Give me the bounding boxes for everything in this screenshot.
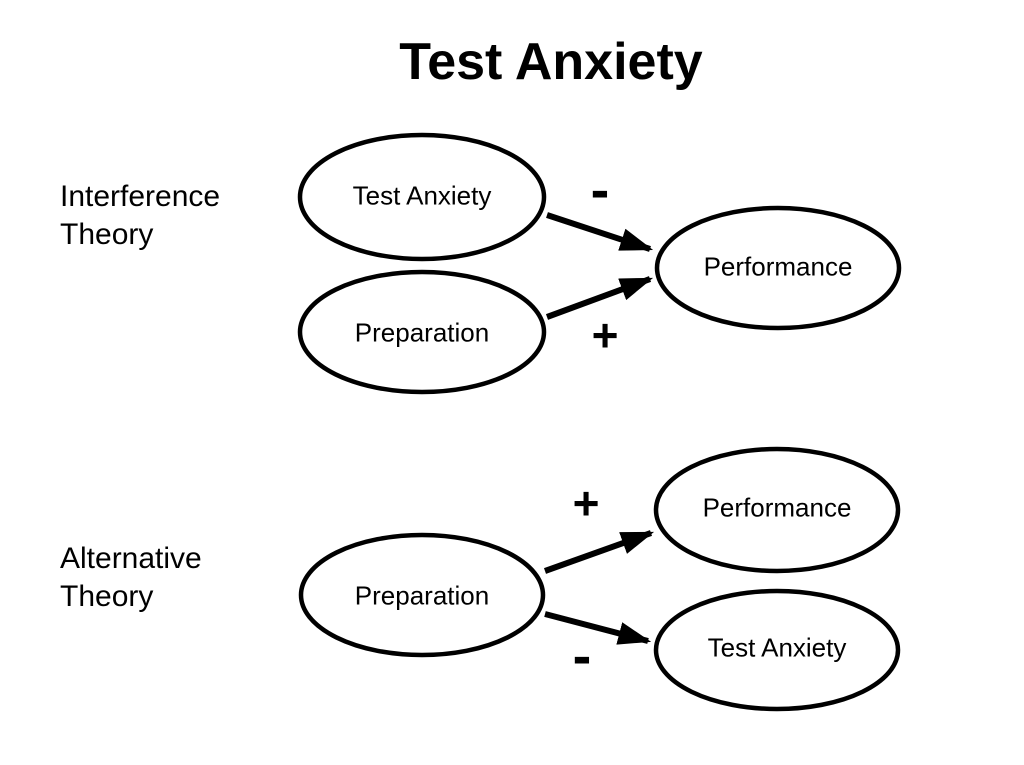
diagram-title: Test Anxiety bbox=[399, 33, 703, 91]
section-label-line: Alternative bbox=[60, 542, 202, 575]
section-label-alternative-theory: Alternative Theory bbox=[60, 540, 202, 616]
sign-plus-preparation-to-performance: + bbox=[591, 309, 619, 361]
sign-plus-preparation-to-performance-alt: + bbox=[572, 477, 600, 529]
node-label-preparation-interference: Preparation bbox=[354, 317, 490, 348]
section-label-interference-theory: Interference Theory bbox=[60, 178, 220, 254]
section-label-line: Theory bbox=[60, 580, 154, 613]
ellipse-test-anxiety-interference bbox=[297, 132, 547, 262]
ellipse-test-anxiety-alternative bbox=[653, 588, 901, 712]
arrow-preparation-to-performance bbox=[545, 276, 654, 320]
arrow-preparation-to-performance-alt bbox=[543, 530, 655, 574]
section-label-line: Theory bbox=[60, 218, 154, 251]
ellipse-preparation-alternative bbox=[298, 532, 546, 658]
node-label-preparation-alternative: Preparation bbox=[354, 580, 490, 611]
ellipse-performance-alternative bbox=[653, 446, 901, 574]
arrow-preparation-to-anxiety-alt bbox=[544, 611, 652, 645]
node-label-test-anxiety-interference: Test Anxiety bbox=[352, 180, 492, 211]
node-label-test-anxiety-alternative: Test Anxiety bbox=[707, 632, 847, 663]
ellipse-preparation-interference bbox=[297, 269, 547, 395]
node-label-performance-interference: Performance bbox=[703, 251, 853, 282]
ellipse-performance-interference bbox=[654, 205, 902, 331]
sign-minus-preparation-to-anxiety-alt: - bbox=[572, 623, 592, 687]
arrow-anxiety-to-performance bbox=[546, 212, 654, 252]
sign-minus-anxiety-to-performance: - bbox=[590, 157, 610, 221]
section-label-line: Interference bbox=[60, 180, 221, 213]
node-label-performance-alternative: Performance bbox=[702, 492, 852, 523]
